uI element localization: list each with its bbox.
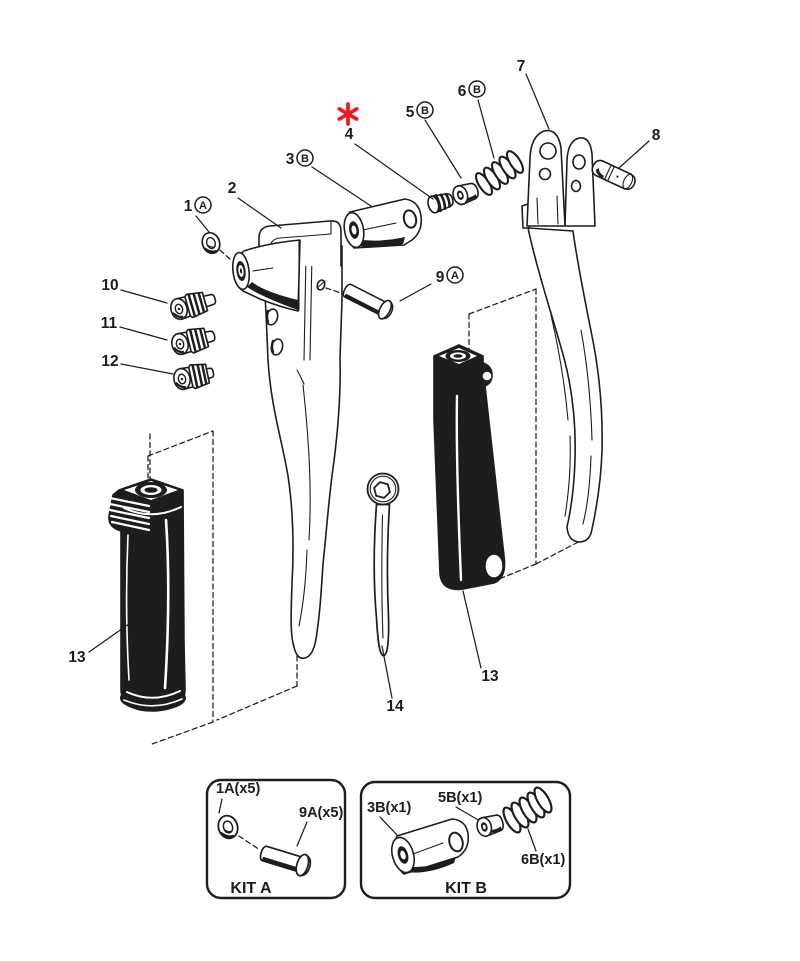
asterisk-marker — [337, 102, 359, 126]
part-14-wrench — [366, 472, 400, 657]
kit-a-washer — [217, 814, 239, 840]
callout-5b: 5 — [406, 104, 415, 121]
svg-text:B: B — [301, 153, 309, 165]
kit-a-item-9a-label: 9A(x5) — [299, 805, 343, 821]
kit-b-jaw-pusher — [476, 814, 505, 838]
callout-12: 12 — [101, 353, 118, 370]
kit-b-title: KIT B — [445, 880, 487, 897]
kit-b-item-3b-label: 3B(x1) — [367, 800, 411, 816]
callout-6b-balloon: B — [468, 80, 486, 98]
part-13-left-grip — [108, 478, 186, 712]
callout-13-right: 13 — [481, 668, 499, 685]
part-11-nosepiece — [171, 327, 216, 356]
part-1a-washer — [201, 231, 233, 262]
part-10-nosepiece — [169, 291, 217, 321]
part-9a-pin — [325, 283, 394, 320]
kit-a: 1A(x5) 9A(x5) KIT A — [205, 778, 347, 900]
svg-text:B: B — [473, 84, 481, 96]
svg-text:A: A — [451, 270, 459, 282]
callout-labels: 1 A 2 3 B 4 5 B 6 B 7 8 9 A 10 11 12 — [68, 58, 660, 715]
part-5b-jaw-pusher — [452, 182, 479, 206]
kit-b-item-6b-label: 6B(x1) — [521, 852, 565, 868]
svg-text:B: B — [421, 105, 429, 117]
callout-1a-balloon: A — [194, 196, 212, 214]
callout-9a-balloon: A — [446, 266, 464, 284]
kit-a-title: KIT A — [230, 880, 272, 897]
callout-leaders — [88, 73, 650, 699]
callout-5b-balloon: B — [416, 101, 434, 119]
callout-3b-balloon: B — [296, 149, 314, 167]
part-13-right-grip — [433, 344, 506, 591]
callout-7: 7 — [517, 58, 526, 75]
part-3b-jaw-case — [343, 198, 423, 249]
part-2-body — [231, 220, 343, 660]
callout-6b: 6 — [458, 83, 467, 100]
kit-a-item-1a-label: 1A(x5) — [216, 781, 260, 797]
svg-text:A: A — [199, 200, 207, 212]
part-12-nosepiece — [173, 363, 215, 391]
callout-13-left: 13 — [68, 649, 86, 666]
part-8-pin — [591, 159, 636, 191]
kit-b-item-5b-label: 5B(x1) — [438, 790, 482, 806]
callout-14: 14 — [386, 698, 404, 715]
callout-1a: 1 — [184, 198, 193, 215]
callout-4: 4 — [345, 126, 354, 143]
callout-9a: 9 — [436, 269, 445, 286]
part-6b-spring — [474, 150, 525, 196]
right-grip-dashed-box — [468, 288, 585, 587]
part-4-jaws — [427, 192, 454, 214]
callout-2: 2 — [228, 180, 237, 197]
kit-a-pin — [259, 845, 312, 877]
callout-11: 11 — [101, 315, 118, 332]
kit-b-jaw-case — [390, 818, 470, 875]
callout-10: 10 — [101, 277, 118, 294]
callout-3b: 3 — [286, 151, 295, 168]
callout-8: 8 — [652, 127, 661, 144]
kit-b: 3B(x1) 5B(x1) 6B(x1) KIT — [359, 780, 572, 900]
part-7-lever — [521, 129, 603, 543]
kit-b-spring — [502, 786, 553, 834]
